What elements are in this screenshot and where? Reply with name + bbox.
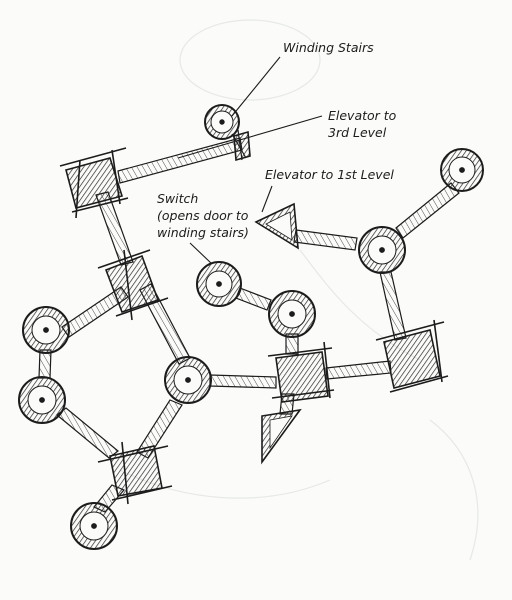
- label-switch-line2: (opens door to: [157, 208, 249, 223]
- room-upper-left: [59, 147, 129, 219]
- round-platforms: [18, 104, 484, 550]
- pointer-elevator-3rd: [177, 115, 323, 159]
- room-center: [267, 341, 335, 403]
- pointer-switch: [189, 242, 213, 265]
- pointer-winding-stairs: [231, 56, 281, 117]
- label-elevator-3rd-line1: Elevator to: [328, 108, 397, 123]
- node-switch: [196, 261, 242, 307]
- faint-background-sketch: [119, 19, 479, 561]
- node-left-mid: [18, 376, 66, 424]
- label-elevator-3rd-line2: 3rd Level: [328, 125, 387, 140]
- rooms: [59, 147, 449, 505]
- elevator-to-1st-level: [254, 202, 299, 250]
- pointer-elevator-1st: [261, 185, 273, 213]
- walkway-center-node-to-center-room: [209, 374, 277, 389]
- node-top-right: [440, 148, 484, 192]
- node-center: [164, 356, 212, 404]
- room-lower: [97, 441, 173, 505]
- elevator-to-3rd-level-platform: [233, 130, 251, 162]
- walkway-elevator1-to-right-node: [293, 229, 358, 251]
- node-bottom: [70, 502, 118, 550]
- walkway-center-room-to-right-room: [325, 360, 392, 380]
- label-elevator-1st: Elevator to 1st Level: [265, 167, 394, 182]
- label-switch-line1: Switch: [157, 191, 199, 206]
- room-right: [375, 319, 449, 393]
- node-below-switch: [268, 290, 316, 338]
- walkway-left-top-to-left-mid: [38, 349, 52, 379]
- walkway-right-node-to-top-right-node: [395, 182, 460, 239]
- node-right: [358, 226, 406, 274]
- walkway-left-mid-to-lower-room: [56, 407, 119, 459]
- label-winding-stairs: Winding Stairs: [283, 40, 374, 55]
- elevator-lower-center: [261, 408, 302, 465]
- node-left-top: [22, 306, 70, 354]
- elevators: [233, 130, 302, 465]
- walkway-switch-to-node: [235, 287, 272, 311]
- label-switch-line3: winding stairs): [157, 225, 249, 240]
- room-middle: [97, 249, 169, 321]
- walkway-right-room-to-right-node: [379, 271, 407, 341]
- walkway-upper-room-to-middle-room: [95, 191, 134, 266]
- label-pointers: [177, 56, 323, 265]
